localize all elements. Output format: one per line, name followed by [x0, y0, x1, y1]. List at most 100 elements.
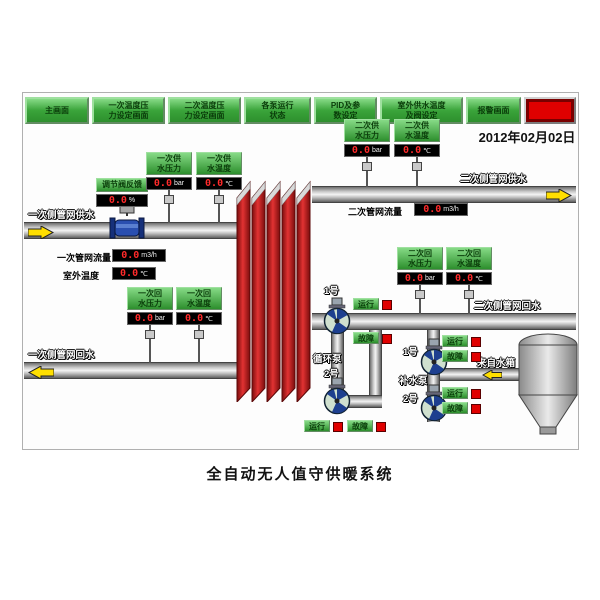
sensor-icon: [415, 285, 425, 315]
pipe-secondary-supply: [312, 186, 576, 203]
digital-display: 0.0 m3/h: [414, 203, 468, 216]
pipe-label-secondary-return: 二次侧管网回水: [474, 301, 541, 312]
page-title: 全自动无人值守供暖系统: [206, 466, 394, 483]
flow-arrow-left-icon: [28, 366, 54, 379]
pump-icon: [420, 338, 448, 376]
meter-value: 0.0: [121, 250, 140, 261]
outdoor-temp-label: 室外温度: [63, 271, 100, 281]
makeup-pump1-fault-label: 故障: [442, 350, 468, 362]
meter-unit: bar: [424, 275, 436, 283]
digital-display: 0.0 bar: [397, 272, 443, 286]
meter-unit: %: [128, 196, 136, 204]
digital-display: 0.0 %: [96, 193, 148, 207]
digital-display: 0.0 ℃: [446, 272, 492, 286]
circ-pump1-run-label: 运行: [353, 298, 379, 310]
meter-primary-supply-temp: 一次供水温度 0.0 ℃: [196, 152, 242, 224]
circ-pump1-number: 1号: [324, 286, 339, 297]
meter-secondary-return-temp: 二次回水温度 0.0 ℃: [446, 247, 492, 315]
sensor-icon: [145, 325, 155, 364]
pump-icon: [420, 384, 448, 422]
meter-value: 0.0: [120, 268, 139, 279]
meter-value: 0.0: [108, 194, 127, 206]
fault-indicator: [471, 404, 481, 414]
meter-secondary-supply-pressure: 二次供水压力 0.0 bar: [344, 119, 390, 188]
digital-display: 0.0 bar: [344, 144, 390, 158]
alarm-lamp-indicator: [524, 97, 576, 124]
meter-unit: bar: [371, 147, 383, 155]
makeup-pump1-run-label: 运行: [442, 335, 468, 347]
meter-unit: ℃: [140, 270, 148, 278]
makeup-pump2-run-label: 运行: [442, 387, 468, 399]
meter-unit: bar: [154, 315, 166, 323]
meter-valve-feedback: 调节阀反馈 0.0 %: [96, 178, 148, 207]
nav-secondary-temp-pressure[interactable]: 二次温度压力设定画面: [168, 97, 241, 124]
pipe-primary-return: [24, 362, 238, 379]
digital-display: 0.0 ℃: [196, 177, 242, 191]
meter-unit: ℃: [475, 275, 483, 283]
nav-pump-status[interactable]: 各泵运行状态: [244, 97, 311, 124]
meter-value: 0.0: [134, 313, 153, 325]
sensor-icon: [214, 190, 224, 224]
meter-value: 0.0: [455, 273, 474, 285]
meter-label: 一次回水压力: [127, 287, 173, 311]
fault-indicator: [376, 422, 386, 432]
circ-pump2-number: 2号: [324, 369, 339, 380]
meter-primary-return-temp: 一次回水温度 0.0 ℃: [176, 287, 222, 364]
meter-label: 一次回水温度: [176, 287, 222, 311]
pipe-label-from-tank: 来自水箱: [477, 358, 516, 369]
meter-unit: ℃: [225, 180, 233, 188]
run-indicator: [382, 300, 392, 310]
pipe-from-tank: [440, 368, 520, 381]
sensor-icon: [164, 190, 174, 224]
meter-label: 二次供水温度: [394, 119, 440, 143]
meter-value: 0.0: [403, 145, 422, 157]
makeup-pump1-number: 1号: [403, 347, 418, 358]
meter-value: 0.0: [351, 145, 370, 157]
run-indicator: [333, 422, 343, 432]
sensor-icon: [412, 157, 422, 188]
meter-secondary-return-pressure: 二次回水压力 0.0 bar: [397, 247, 443, 315]
meter-unit: m3/h: [141, 252, 157, 259]
sensor-icon: [194, 325, 204, 364]
meter-label: 一次供水温度: [196, 152, 242, 176]
pipe-label-primary-return: 一次侧管网回水: [28, 350, 95, 361]
nav-main-screen[interactable]: 主画面: [25, 97, 89, 124]
run-indicator: [471, 337, 481, 347]
digital-display: 0.0 ℃: [112, 267, 156, 280]
flow-label-primary: 一次管网流量: [57, 253, 112, 263]
digital-display: 0.0 ℃: [176, 312, 222, 326]
digital-display: 0.0 bar: [127, 312, 173, 326]
meter-label: 二次回水温度: [446, 247, 492, 271]
run-indicator: [471, 389, 481, 399]
digital-display: 0.0 ℃: [394, 144, 440, 158]
meter-value: 0.0: [153, 178, 172, 190]
pipe-label-secondary-supply: 二次侧管网供水: [460, 174, 527, 185]
pump-icon: [323, 377, 351, 415]
fault-indicator: [382, 334, 392, 344]
date-display: 2012年02月02日: [478, 130, 576, 145]
nav-primary-temp-pressure[interactable]: 一次温度压力设定画面: [92, 97, 165, 124]
makeup-pump-label: 补水泵: [399, 376, 428, 387]
meter-primary-supply-pressure: 一次供水压力 0.0 bar: [146, 152, 192, 224]
nav-alarm-screen[interactable]: 报警画面: [466, 97, 521, 124]
meter-value: 0.0: [205, 178, 224, 190]
pipe-secondary-return: [312, 313, 576, 330]
digital-display: 0.0 m3/h: [112, 249, 166, 262]
flow-arrow-right-icon: [28, 226, 54, 239]
circulation-pump-label: 循环泵: [313, 354, 342, 365]
digital-display: 0.0 bar: [146, 177, 192, 191]
meter-unit: m3/h: [443, 206, 459, 213]
meter-unit: ℃: [205, 315, 213, 323]
meter-unit: ℃: [423, 147, 431, 155]
meter-unit: bar: [173, 180, 185, 188]
pipe-circ-loop-right: [369, 330, 382, 402]
meter-value: 0.0: [423, 204, 442, 215]
meter-label: 调节阀反馈: [96, 178, 148, 192]
control-valve-icon: [109, 204, 145, 239]
meter-label: 二次供水压力: [344, 119, 390, 143]
pipe-label-primary-supply: 一次侧管网供水: [28, 210, 95, 221]
meter-value: 0.0: [404, 273, 423, 285]
sensor-icon: [464, 285, 474, 315]
plate-heat-exchanger: [236, 180, 311, 402]
